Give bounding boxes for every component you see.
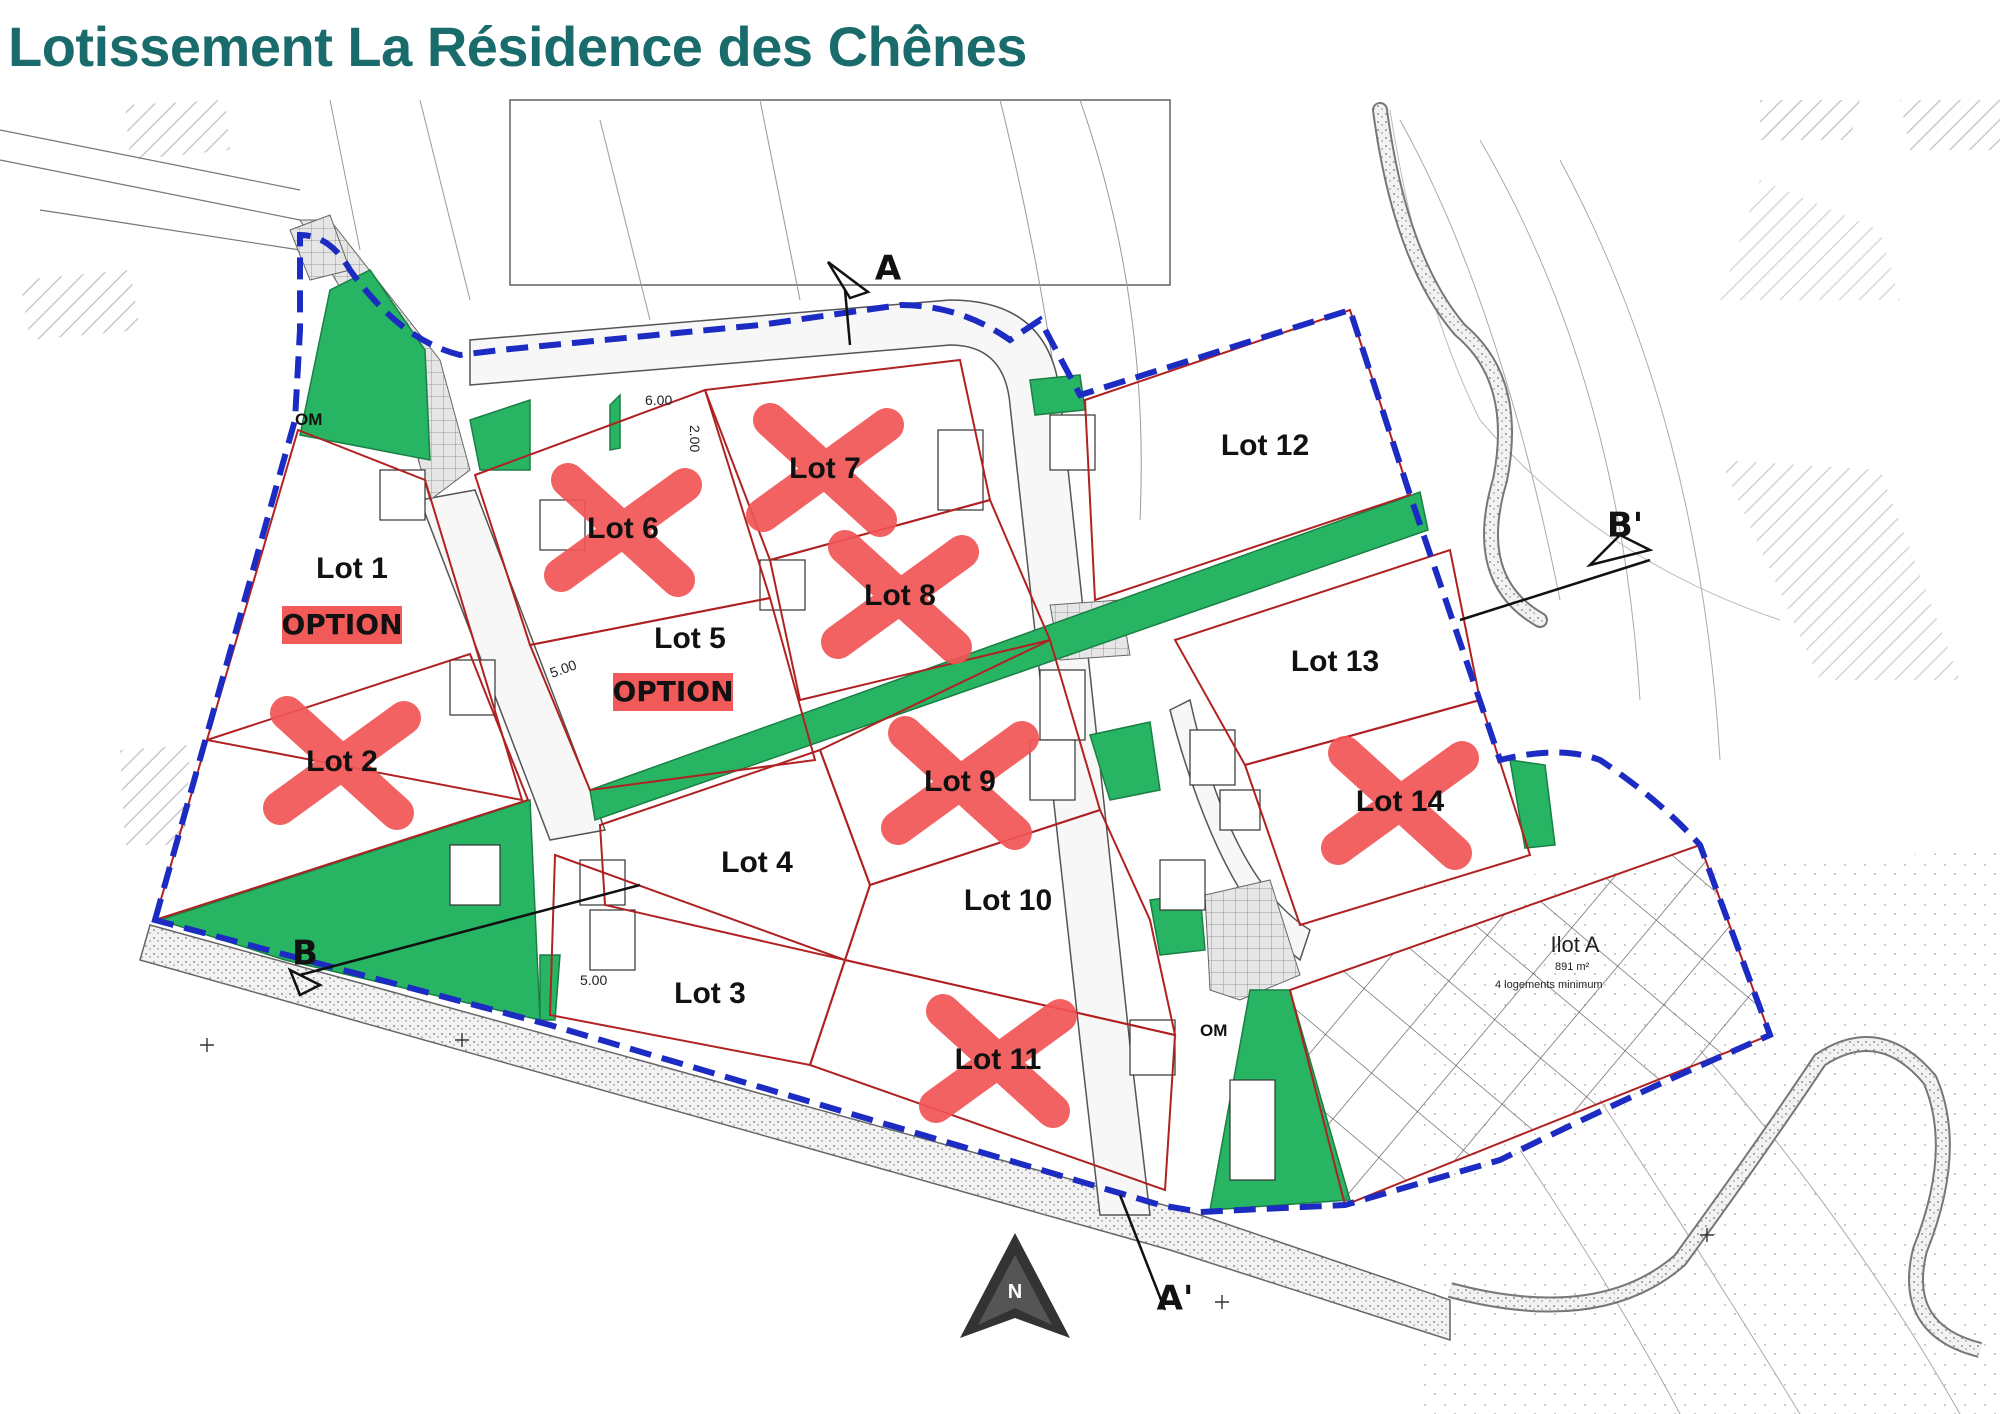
lot-13-label: Lot 13 [1291, 645, 1379, 678]
ilot-area: 891 m² [1555, 961, 1590, 973]
ilot-name: Ilot A [1551, 932, 1600, 957]
lot-10-label: Lot 10 [964, 884, 1052, 917]
ilot-note: 4 logements minimum [1495, 979, 1603, 991]
dimension-top: 6.00 [645, 392, 672, 408]
section-lines [287, 261, 1654, 1311]
lot-2-sold-cross [263, 696, 421, 830]
lot-1-option-text: OPTION [281, 608, 402, 641]
om-label-west: OM [295, 410, 322, 429]
lot-7-label: Lot 7 [789, 452, 861, 485]
property-boundary [151, 231, 1774, 1216]
lot-6-sold-cross [544, 463, 702, 597]
section-marker-a-prime: A' [1157, 1279, 1194, 1319]
lot-12-label: Lot 12 [1221, 429, 1309, 462]
lot-7-sold-cross [746, 403, 904, 537]
lot-8-sold-cross [821, 530, 979, 664]
lot-14-label: Lot 14 [1356, 785, 1445, 818]
lot-8-label: Lot 8 [864, 579, 936, 612]
lot-9-label: Lot 9 [924, 765, 996, 798]
page-title: Lotissement La Résidence des Chênes [8, 15, 1027, 78]
lot-11-sold-cross [919, 994, 1077, 1128]
lot-9-sold-cross [881, 716, 1039, 850]
lot-2-label: Lot 2 [306, 745, 378, 778]
lot-1-option-badge [282, 606, 402, 644]
lot-1-label: Lot 1 [316, 552, 388, 585]
lot-6-label: Lot 6 [587, 512, 659, 545]
north-label: N [1008, 1281, 1022, 1303]
lot-14-sold-cross [1321, 736, 1479, 870]
north-arrow-icon: N [960, 1233, 1070, 1338]
dimension-top-2: 2.00 [687, 425, 703, 452]
lot-4-label: Lot 4 [721, 846, 793, 879]
section-marker-b: B [292, 934, 318, 974]
lot-3-label: Lot 3 [674, 977, 746, 1010]
lot-5-option-text: OPTION [612, 675, 733, 708]
parking-bays [379, 414, 1276, 1181]
lot-5-label: Lot 5 [654, 622, 726, 655]
lot-labels: Lot 1 OPTION Lot 2 Lot 3 Lot 4 Lot 5 OPTION Lot… [263, 403, 1479, 1128]
section-marker-a: A [875, 249, 902, 289]
section-marker-b-prime: B' [1607, 506, 1643, 546]
lot-11-label: Lot 11 [955, 1043, 1042, 1076]
lot-5-option-badge [613, 673, 733, 711]
dimension-lot3: 5.00 [580, 972, 607, 988]
om-label-south: OM [1200, 1021, 1227, 1040]
green-spaces [157, 269, 1556, 1211]
lot-parcels [153, 308, 1532, 1192]
